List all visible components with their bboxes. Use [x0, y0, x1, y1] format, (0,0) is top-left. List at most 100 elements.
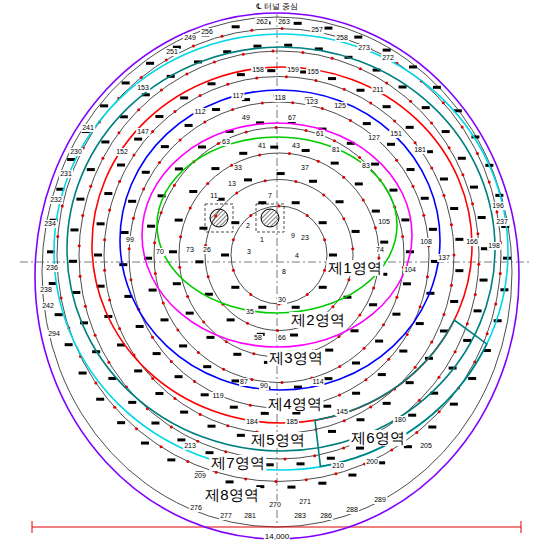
hole-ring [129, 102, 429, 408]
charge-mark [267, 69, 275, 72]
blast-hole-dot [283, 457, 286, 460]
blast-hole-dot [294, 180, 297, 183]
charge-mark [407, 168, 415, 171]
charge-mark [70, 228, 78, 231]
blast-hole-dot [249, 214, 252, 217]
blast-hole-dot [422, 214, 425, 217]
charge-mark [122, 81, 130, 84]
charge-mark [226, 480, 234, 483]
blast-hole-dot [94, 334, 97, 337]
charge-mark [440, 178, 448, 181]
blast-hole-dot [430, 341, 433, 344]
blast-hole-dot [103, 269, 106, 272]
charge-mark [297, 462, 305, 465]
charge-mark [155, 392, 163, 395]
blast-hole-dot [372, 286, 375, 289]
hole-number: 63 [221, 138, 231, 146]
hole-number: 288 [345, 506, 359, 514]
blast-hole-dot [430, 122, 433, 125]
dimension-line [32, 527, 521, 528]
charge-mark [422, 106, 430, 109]
hole-number: 152 [115, 148, 129, 156]
hole-number: 256 [200, 28, 214, 36]
hole-number: 281 [243, 512, 257, 520]
zone-region: 제4영역제3영역제2영역제1영역 [92, 67, 472, 423]
hole-number: 123 [305, 98, 319, 106]
hole-number: 43 [291, 142, 301, 150]
charge-mark [146, 62, 154, 65]
charge-mark [378, 373, 386, 376]
charge-mark [356, 89, 364, 92]
hole-number: 9 [290, 232, 296, 240]
blast-hole-dot [426, 275, 429, 278]
zone-region: 제8영역제7영역제5영역제4영역제3영역제2영역제1영역제6영역 [35, 13, 519, 539]
blast-hole-dot [151, 336, 154, 339]
hole-number: 181 [413, 146, 427, 154]
hole-number: 210 [331, 462, 345, 470]
hole-number: 58 [253, 334, 263, 342]
hole-number: 37 [300, 164, 310, 172]
hole-number: 180 [393, 416, 407, 424]
blast-hole-dot [250, 29, 253, 32]
charge-mark [199, 227, 207, 230]
blast-hole-dot [301, 51, 304, 54]
hole-number: 257 [310, 26, 324, 34]
blast-hole-dot [338, 365, 341, 368]
blast-hole-dot [466, 322, 469, 325]
hole-number: 99 [125, 236, 135, 244]
hole-number: 209 [193, 472, 207, 480]
hole-number: 147 [136, 128, 150, 136]
charge-mark [167, 458, 175, 461]
blast-hole-dot [393, 120, 396, 123]
blast-hole-dot [347, 278, 350, 281]
charge-mark [136, 325, 144, 328]
charge-mark [244, 178, 252, 181]
charge-mark [455, 269, 463, 272]
hole-number: 294 [47, 330, 61, 338]
blast-hole-dot [217, 142, 220, 145]
zone-boundary [54, 34, 508, 470]
blast-hole-dot [154, 272, 157, 275]
blast-hole-dot [79, 275, 82, 278]
zone-region: 제2영역제1영역 [142, 123, 412, 347]
blast-hole-dot [135, 427, 138, 430]
charge-mark [76, 198, 84, 201]
blast-hole-dot [261, 101, 264, 104]
blast-hole-dot [107, 361, 110, 364]
charge-mark [72, 291, 80, 294]
blast-hole-dot [186, 460, 189, 463]
zone-region: 제6영역 [315, 320, 487, 466]
charge-mark [173, 282, 181, 285]
blast-hole-dot [108, 209, 111, 212]
blast-hole-dot [358, 156, 361, 159]
zone-boundary [35, 13, 519, 539]
blast-hole-dot [242, 53, 245, 56]
charge-mark [406, 126, 414, 129]
blast-hole-dot [225, 340, 228, 343]
charge-mark [96, 398, 104, 401]
charge-mark [128, 200, 136, 203]
blast-hole-dot [306, 214, 309, 217]
charge-mark [352, 230, 360, 233]
charge-mark [503, 257, 511, 260]
charge-mark [69, 260, 77, 263]
blast-hole-dot [306, 293, 309, 296]
blast-hole-dot [173, 397, 176, 400]
blast-hole-dot [56, 235, 59, 238]
cut-box [205, 204, 233, 232]
hole-number: 118 [273, 94, 286, 102]
charge-mark [428, 426, 436, 429]
charge-mark [239, 152, 247, 155]
blast-hole-dot [276, 329, 279, 332]
zone-boundary [142, 123, 412, 347]
blast-hole-dot [176, 328, 179, 331]
hole-number: 213 [183, 442, 197, 450]
blast-hole-dot [333, 139, 336, 142]
charge-mark [180, 96, 188, 99]
charge-mark [161, 318, 169, 321]
hole-number: 158 [251, 66, 265, 74]
blast-hole-dot [185, 72, 188, 75]
blast-hole-dot [461, 173, 464, 176]
charge-mark [67, 158, 75, 161]
charge-mark [185, 124, 193, 127]
